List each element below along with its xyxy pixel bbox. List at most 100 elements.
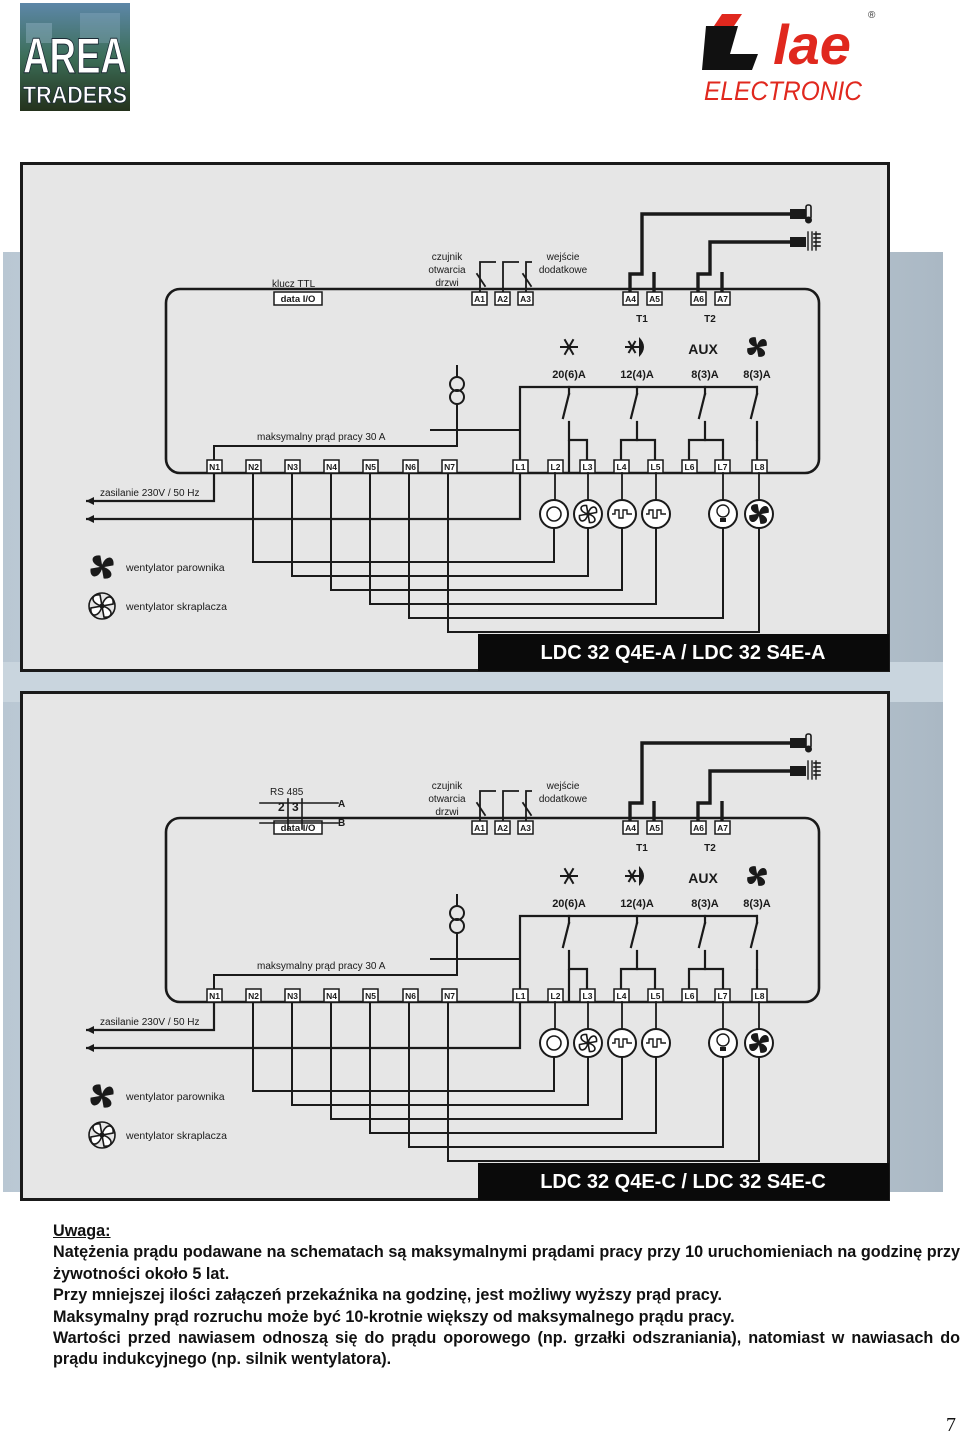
terminal-l3: L3 (583, 462, 593, 472)
aux-input-label-0: wejście (546, 781, 580, 792)
load-lamp-4-icon-base (720, 518, 726, 522)
wire (86, 473, 216, 503)
wire (561, 392, 571, 420)
condenser-fan-ring (88, 592, 116, 620)
data-io-connector (273, 820, 323, 835)
door-sensor-label-0: czujnik (432, 781, 464, 792)
notes-heading: Uwaga: (53, 1222, 111, 1240)
supply-arrow-l (86, 515, 94, 523)
terminal-l6-box (681, 459, 698, 474)
fan-icon-top (747, 337, 767, 357)
evaporator-fan-icon (90, 555, 114, 579)
terminal-a5: A5 (649, 294, 660, 304)
supply-arrow-n (86, 497, 94, 505)
notes-section: Uwaga: Natężenia prądu podawane na schem… (53, 1221, 960, 1371)
wire (447, 1002, 760, 1162)
thermometer-bulb (805, 216, 812, 224)
controller-outline (164, 287, 821, 475)
wire (291, 1002, 589, 1106)
terminal-a3: A3 (520, 294, 531, 304)
terminal-l2: L2 (551, 991, 561, 1001)
legend-condenser-fan: wentylator skraplacza (125, 1130, 227, 1142)
wire (291, 473, 589, 577)
rs485-b: B (338, 818, 345, 829)
load-comp-0-icon (539, 1028, 569, 1058)
defrost-snowflake-icon (560, 338, 578, 356)
page-number: 7 (946, 1414, 956, 1436)
terminal-l7: L7 (718, 462, 728, 472)
terminal-l5: L5 (651, 991, 661, 1001)
door-sensor-label-2: drzwi (435, 278, 458, 289)
max-current-label: maksymalny prąd pracy 30 A (257, 961, 386, 972)
terminal-n7-box (441, 459, 458, 474)
max-current-label: maksymalny prąd pracy 30 A (257, 432, 386, 443)
sensor-t2-probe (790, 237, 806, 247)
wire (646, 509, 666, 519)
note-line-4: Wartości przed nawiasem odnoszą się do p… (53, 1329, 960, 1369)
aux-input-label-0: wejście (546, 252, 580, 263)
terminal-n5: N5 (365, 991, 376, 1001)
load-lamp-4-icon-bulb (716, 1033, 730, 1047)
terminal-n5: N5 (365, 462, 376, 472)
terminal-n6: N6 (405, 991, 416, 1001)
terminal-n3: N3 (287, 462, 298, 472)
terminal-n2: N2 (248, 991, 259, 1001)
diagram-title: LDC 32 Q4E-A / LDC 32 S4E-A (541, 642, 826, 664)
wire (525, 261, 532, 292)
terminal-l1: L1 (516, 991, 526, 1001)
load-fan-5-icon-fan (749, 504, 769, 524)
legend-evaporator-fan: wentylator parownika (125, 1091, 225, 1103)
sensor-t1-probe (790, 738, 806, 748)
terminal-l8: L8 (755, 462, 765, 472)
rating-3: 8(3)A (743, 369, 771, 381)
sensor-t2-label: T2 (704, 843, 716, 854)
wire (369, 1002, 657, 1134)
wire (628, 741, 800, 821)
aux-input-label-1: dodatkowe (539, 265, 588, 276)
defrost-heater-snowflake-icon (625, 340, 639, 354)
door-sensor-label-2: drzwi (435, 807, 458, 818)
terminal-a1: A1 (474, 823, 485, 833)
condenser-fan-ring (88, 1121, 116, 1149)
data-io-label: data I/O (281, 823, 316, 834)
terminal-l6-box (681, 988, 698, 1003)
sensor-t1-probe (790, 209, 806, 219)
heater-drop-icon (639, 337, 644, 357)
wire (628, 212, 800, 292)
door-sensor-label-1: otwarcia (428, 794, 466, 805)
rs485-pin-3: 3 (292, 800, 299, 814)
terminal-n6-box (402, 988, 419, 1003)
sensor-t2-probe (790, 766, 806, 776)
evaporator-fan-icon (90, 1084, 114, 1108)
wire (479, 261, 496, 292)
terminal-n7: N7 (444, 991, 455, 1001)
terminal-a7: A7 (717, 823, 728, 833)
terminal-a6: A6 (693, 294, 704, 304)
lae-electronic-logo: lae ® ELECTRONIC (700, 6, 876, 106)
wire (518, 914, 758, 1002)
load-fanh-1-icon-fan (578, 504, 598, 524)
supply-label: zasilanie 230V / 50 Hz (100, 1017, 200, 1028)
wire (502, 261, 519, 292)
terminal-a2: A2 (497, 823, 508, 833)
terminal-a4: A4 (625, 294, 636, 304)
defrost-heater-snowflake-icon (625, 869, 639, 883)
terminal-n2: N2 (248, 462, 259, 472)
terminal-l4: L4 (617, 462, 627, 472)
lae-tagline: ELECTRONIC (704, 76, 862, 106)
load-lamp-4-icon-base (720, 1047, 726, 1051)
defrost-snowflake-icon (560, 867, 578, 885)
note-line-2: Przy mniejszej ilości załączeń przekaźni… (53, 1286, 723, 1305)
door-sensor-label-1: otwarcia (428, 265, 466, 276)
wire (696, 769, 800, 821)
title-bar (478, 1163, 889, 1200)
rating-1: 12(4)A (620, 369, 654, 381)
wire (612, 509, 632, 519)
wire (525, 790, 532, 821)
terminal-n6-box (402, 459, 419, 474)
aux-label: AUX (688, 341, 718, 357)
load-fan-5-icon-fan (749, 1033, 769, 1053)
aux-input-label-1: dodatkowe (539, 794, 588, 805)
terminal-l6: L6 (685, 991, 695, 1001)
rating-0: 20(6)A (552, 898, 586, 910)
